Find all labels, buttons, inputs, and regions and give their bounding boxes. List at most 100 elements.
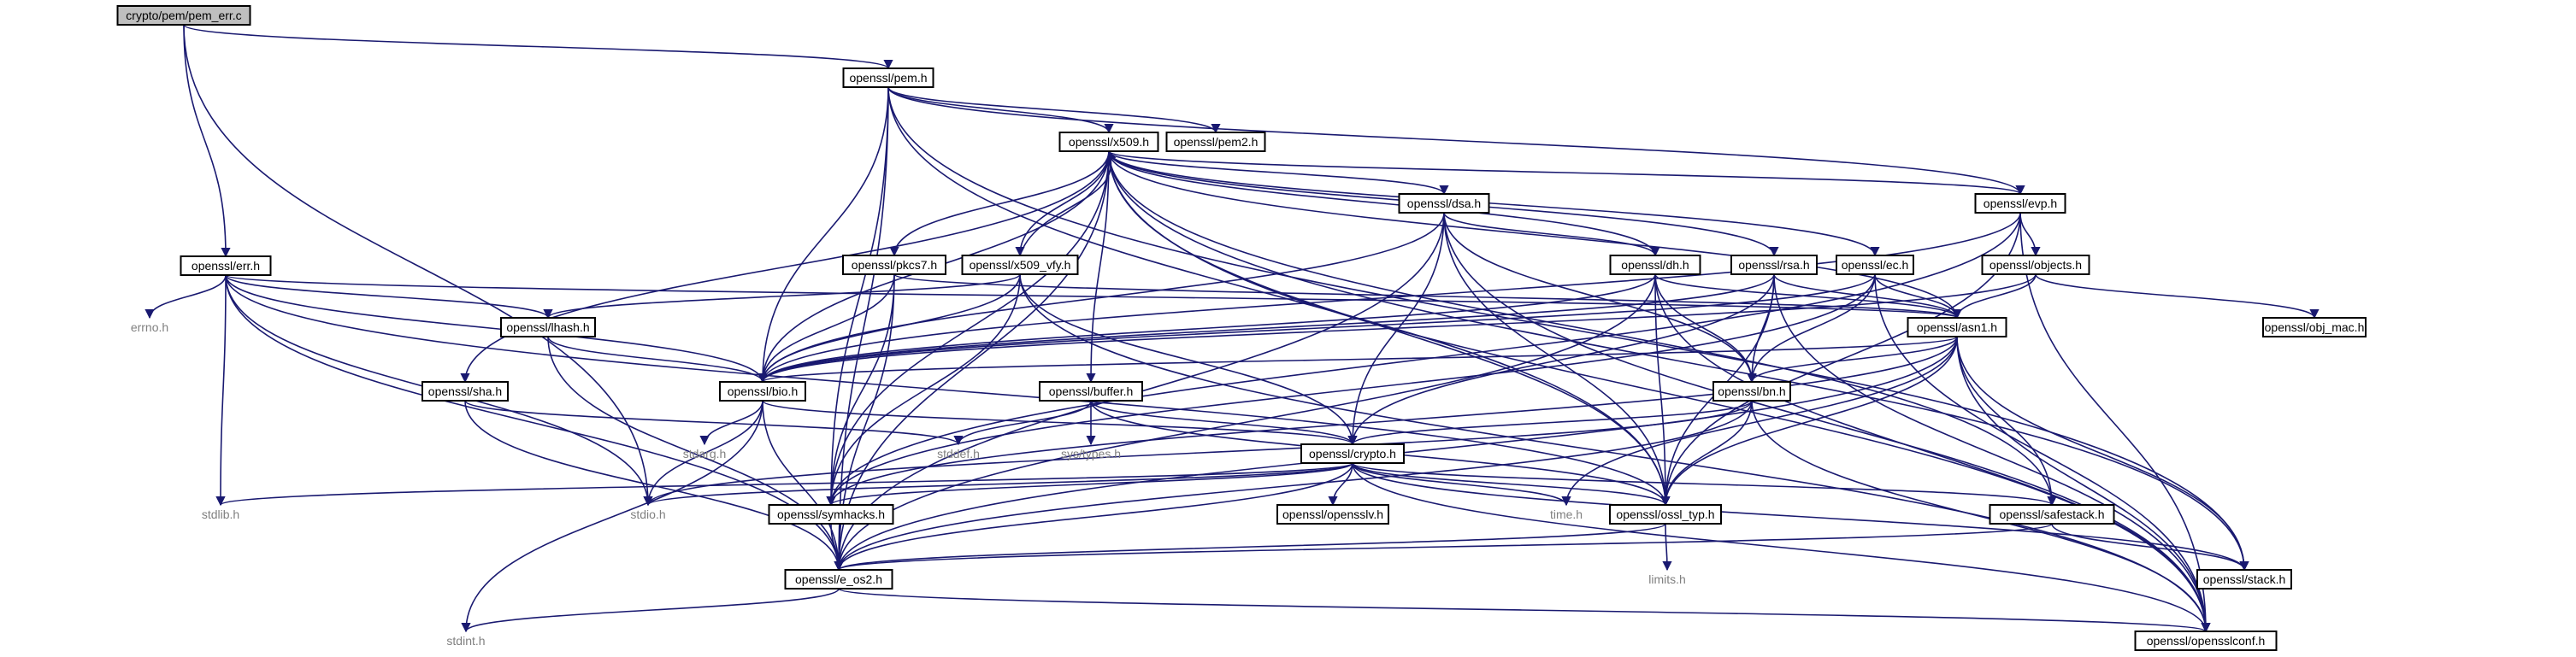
node-label: openssl/x509_vfy.h <box>970 258 1071 272</box>
node-ec-h[interactable]: openssl/ec.h <box>1836 255 1914 275</box>
node-label: openssl/symhacks.h <box>777 507 885 521</box>
edge-x509_vfy_h-to-bio_h <box>757 273 1021 384</box>
edge-dsa_h-to-dh_h <box>1443 212 1660 257</box>
edge-x509_vfy_h-to-crypto_h <box>1019 273 1358 446</box>
node-box <box>1609 504 1722 525</box>
node-x509-vfy-h[interactable]: openssl/x509_vfy.h <box>961 255 1079 275</box>
edge-x509_h-to-e_os2_h <box>834 150 1110 572</box>
node-label: openssl/asn1.h <box>1917 320 1997 334</box>
edge-objects_h-to-bio_h <box>757 273 2037 384</box>
node-box <box>1981 255 2090 275</box>
node-label: openssl/x509.h <box>1069 135 1149 149</box>
node-asn1-h[interactable]: openssl/asn1.h <box>1907 317 2007 337</box>
node-box <box>842 255 946 275</box>
node-time-h: time.h <box>1550 507 1583 521</box>
edge-asn1_h-to-opensslconf_h <box>1956 336 2211 633</box>
node-symhacks-h[interactable]: openssl/symhacks.h <box>768 504 894 525</box>
node-objects-h[interactable]: openssl/objects.h <box>1981 255 2090 275</box>
node-sha-h[interactable]: openssl/sha.h <box>421 381 509 402</box>
dependency-edges <box>144 24 2320 633</box>
edge-evp_h-to-bio_h <box>757 212 2021 384</box>
node-x509-h[interactable]: openssl/x509.h <box>1058 132 1159 152</box>
node-stdio-h: stdio.h <box>630 507 665 521</box>
node-ossl-typ-h[interactable]: openssl/ossl_typ.h <box>1609 504 1722 525</box>
node-crypto-h[interactable]: openssl/crypto.h <box>1300 443 1405 464</box>
node-dsa-h[interactable]: openssl/dsa.h <box>1398 193 1490 214</box>
node-stdint-h: stdint.h <box>446 634 485 648</box>
node-label: openssl/bn.h <box>1718 384 1785 398</box>
edge-x509_h-to-dh_h <box>1108 150 1660 257</box>
edge-evp_h-to-opensslconf_h <box>2019 212 2211 633</box>
node-box <box>421 381 509 402</box>
node-box <box>1974 193 2066 214</box>
edge-pkcs7_h-to-asn1_h <box>893 273 1962 320</box>
node-safestack-h[interactable]: openssl/safestack.h <box>1989 504 2115 525</box>
node-label: errno.h <box>131 320 168 334</box>
node-box <box>719 381 806 402</box>
node-label: openssl/bio.h <box>728 384 799 398</box>
edge-ec_h-to-symhacks_h <box>826 273 1876 507</box>
node-box <box>1989 504 2115 525</box>
edge-pem_err_c-to-err_h <box>183 24 231 258</box>
node-pem2-h[interactable]: openssl/pem2.h <box>1165 132 1266 152</box>
node-dh-h[interactable]: openssl/dh.h <box>1609 255 1701 275</box>
node-box <box>1730 255 1818 275</box>
edge-asn1_h-to-ossl_typ_h <box>1660 336 1958 507</box>
node-opensslconf-h[interactable]: openssl/opensslconf.h <box>2134 631 2278 651</box>
node-label: stdlib.h <box>202 507 239 521</box>
edge-rsa_h-to-asn1_h <box>1773 273 1962 320</box>
node-label: crypto/pem/pem_err.c <box>126 9 241 22</box>
edge-dh_h-to-bio_h <box>757 273 1656 384</box>
node-label: openssl/e_os2.h <box>795 572 882 586</box>
node-label: openssl/rsa.h <box>1738 258 1809 272</box>
node-buffer-h[interactable]: openssl/buffer.h <box>1039 381 1143 402</box>
node-pkcs7-h[interactable]: openssl/pkcs7.h <box>842 255 946 275</box>
node-label: openssl/dh.h <box>1621 258 1689 272</box>
edge-bn_h-to-crypto_h <box>1347 400 1753 446</box>
edge-bn_h-to-ossl_typ_h <box>1660 400 1753 507</box>
edge-bio_h-to-stdint_h <box>461 400 763 633</box>
edge-asn1_h-to-bn_h <box>1747 336 1958 384</box>
edge-x509_h-to-x509_vfy_h <box>1015 150 1110 257</box>
edge-crypto_h-to-opensslconf_h <box>1352 462 2211 633</box>
node-bn-h[interactable]: openssl/bn.h <box>1712 381 1791 402</box>
edge-x509_h-to-symhacks_h <box>826 150 1110 507</box>
node-lhash-h[interactable]: openssl/lhash.h <box>500 317 596 337</box>
node-stack-h[interactable]: openssl/stack.h <box>2196 569 2292 590</box>
node-e-os2-h[interactable]: openssl/e_os2.h <box>784 569 893 590</box>
edge-dh_h-to-bn_h <box>1654 273 1757 384</box>
node-box <box>180 255 272 276</box>
node-label: openssl/pem.h <box>849 71 927 85</box>
edge-e_os2_h-to-opensslconf_h <box>838 588 2210 633</box>
node-pem-h[interactable]: openssl/pem.h <box>842 67 934 88</box>
node-box <box>1907 317 2007 337</box>
edge-crypto_h-to-safestack_h <box>1352 462 2057 507</box>
edge-ec_h-to-bio_h <box>757 273 1876 384</box>
edge-crypto_h-to-ossl_typ_h <box>1352 462 1671 507</box>
node-label: openssl/safestack.h <box>2000 507 2105 521</box>
edge-safestack_h-to-stack_h <box>2051 523 2249 572</box>
edge-ec_h-to-opensslconf_h <box>1874 273 2211 633</box>
node-bio-h[interactable]: openssl/bio.h <box>719 381 806 402</box>
edge-crypto_h-to-stack_h <box>1352 462 2249 572</box>
edge-x509_h-to-evp_h <box>1108 150 2025 196</box>
node-obj-mac-h[interactable]: openssl/obj_mac.h <box>2262 317 2367 337</box>
node-rsa-h[interactable]: openssl/rsa.h <box>1730 255 1818 275</box>
node-opensslv-h[interactable]: openssl/opensslv.h <box>1276 504 1389 525</box>
edge-pem_h-to-x509_h <box>887 86 1114 134</box>
edge-safestack_h-to-e_os2_h <box>834 523 2053 572</box>
edge-x509_vfy_h-to-lhash_h <box>543 273 1021 320</box>
node-err-h[interactable]: openssl/err.h <box>180 255 272 276</box>
node-pem-err-c[interactable]: crypto/pem/pem_err.c <box>116 5 251 26</box>
edge-x509_vfy_h-to-symhacks_h <box>826 273 1021 507</box>
edge-ossl_typ_h-to-e_os2_h <box>834 523 1666 572</box>
edge-dh_h-to-ossl_typ_h <box>1654 273 1671 507</box>
edge-asn1_h-to-symhacks_h <box>826 336 1958 507</box>
edge-sha_h-to-e_os2_h <box>464 400 844 572</box>
node-label: openssl/ossl_typ.h <box>1616 507 1714 521</box>
node-label: stdio.h <box>630 507 665 521</box>
edge-err_h-to-stdlib_h <box>215 274 227 507</box>
edge-bn_h-to-opensslconf_h <box>1751 400 2211 633</box>
node-evp-h[interactable]: openssl/evp.h <box>1974 193 2066 214</box>
node-box <box>2134 631 2278 651</box>
